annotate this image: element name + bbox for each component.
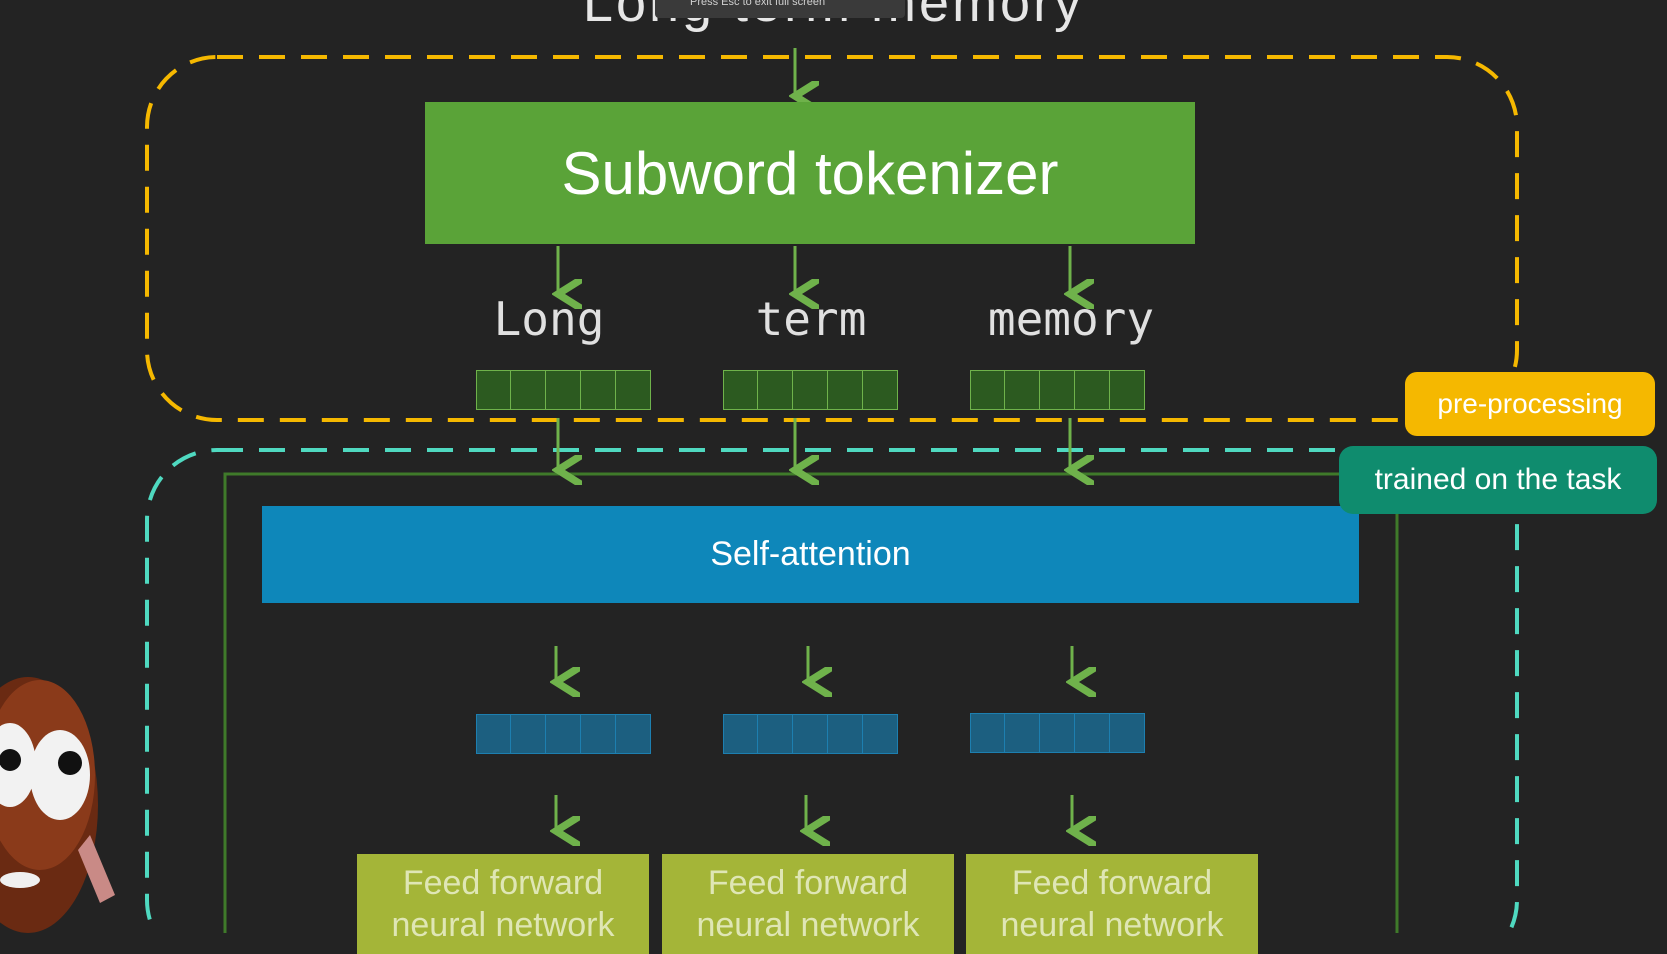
vector-cell <box>1039 713 1076 753</box>
preprocessing-region-outline <box>145 55 1519 422</box>
vector-cell <box>614 370 651 410</box>
vector-cell <box>510 714 547 754</box>
vector-cell <box>1073 713 1111 753</box>
vector-cell <box>1004 713 1041 753</box>
vector-cell <box>792 714 829 754</box>
vector-cell <box>969 713 1006 753</box>
trained-on-task-tag: trained on the task <box>1339 446 1657 514</box>
vector-cell <box>722 370 759 410</box>
attention-output-vector-1 <box>475 714 651 754</box>
vector-cell <box>826 714 864 754</box>
diagram-connectors <box>145 48 1519 933</box>
self-attention-label: Self-attention <box>710 535 911 573</box>
vector-cell <box>826 370 864 410</box>
vector-cell <box>969 370 1006 410</box>
subword-tokenizer-box: Subword tokenizer <box>425 102 1195 244</box>
attention-output-vector-2 <box>722 714 898 754</box>
vector-cell <box>1039 370 1076 410</box>
vector-cell <box>579 714 617 754</box>
self-attention-box: Self-attention <box>262 506 1359 603</box>
embedding-vector-term <box>722 370 898 410</box>
mascot-character-icon <box>0 677 115 933</box>
preprocessing-tag-label: pre-processing <box>1437 388 1623 419</box>
attention-output-vector-3 <box>969 713 1145 753</box>
token-memory: memory <box>987 292 1155 346</box>
vector-cell <box>614 714 651 754</box>
feed-forward-block-1: Feed forward neural network <box>357 854 649 954</box>
trained-region-outline <box>145 448 1519 933</box>
token-term: term <box>755 292 867 346</box>
feed-forward-block-2: Feed forward neural network <box>662 854 954 954</box>
vector-cell <box>757 714 794 754</box>
vector-cell <box>545 714 582 754</box>
fullscreen-overlay <box>655 0 905 18</box>
trained-tag-label: trained on the task <box>1374 463 1622 496</box>
vector-cell <box>1108 370 1145 410</box>
vector-cell <box>861 714 898 754</box>
embedding-vector-long <box>475 370 651 410</box>
tokenizer-label: Subword tokenizer <box>561 139 1059 207</box>
vector-cell <box>757 370 794 410</box>
feed-forward-block-3: Feed forward neural network <box>966 854 1258 954</box>
vector-cell <box>579 370 617 410</box>
embedding-vector-memory <box>969 370 1145 410</box>
vector-cell <box>1073 370 1111 410</box>
vector-cell <box>861 370 898 410</box>
vector-cell <box>1004 370 1041 410</box>
token-long: Long <box>493 292 605 346</box>
fullscreen-hint: Press Esc to exit full screen <box>690 0 826 8</box>
vector-cell <box>722 714 759 754</box>
vector-cell <box>545 370 582 410</box>
vector-cell <box>1108 713 1145 753</box>
vector-cell <box>510 370 547 410</box>
vector-cell <box>475 370 512 410</box>
vector-cell <box>792 370 829 410</box>
preprocessing-tag: pre-processing <box>1405 372 1655 436</box>
vector-cell <box>475 714 512 754</box>
